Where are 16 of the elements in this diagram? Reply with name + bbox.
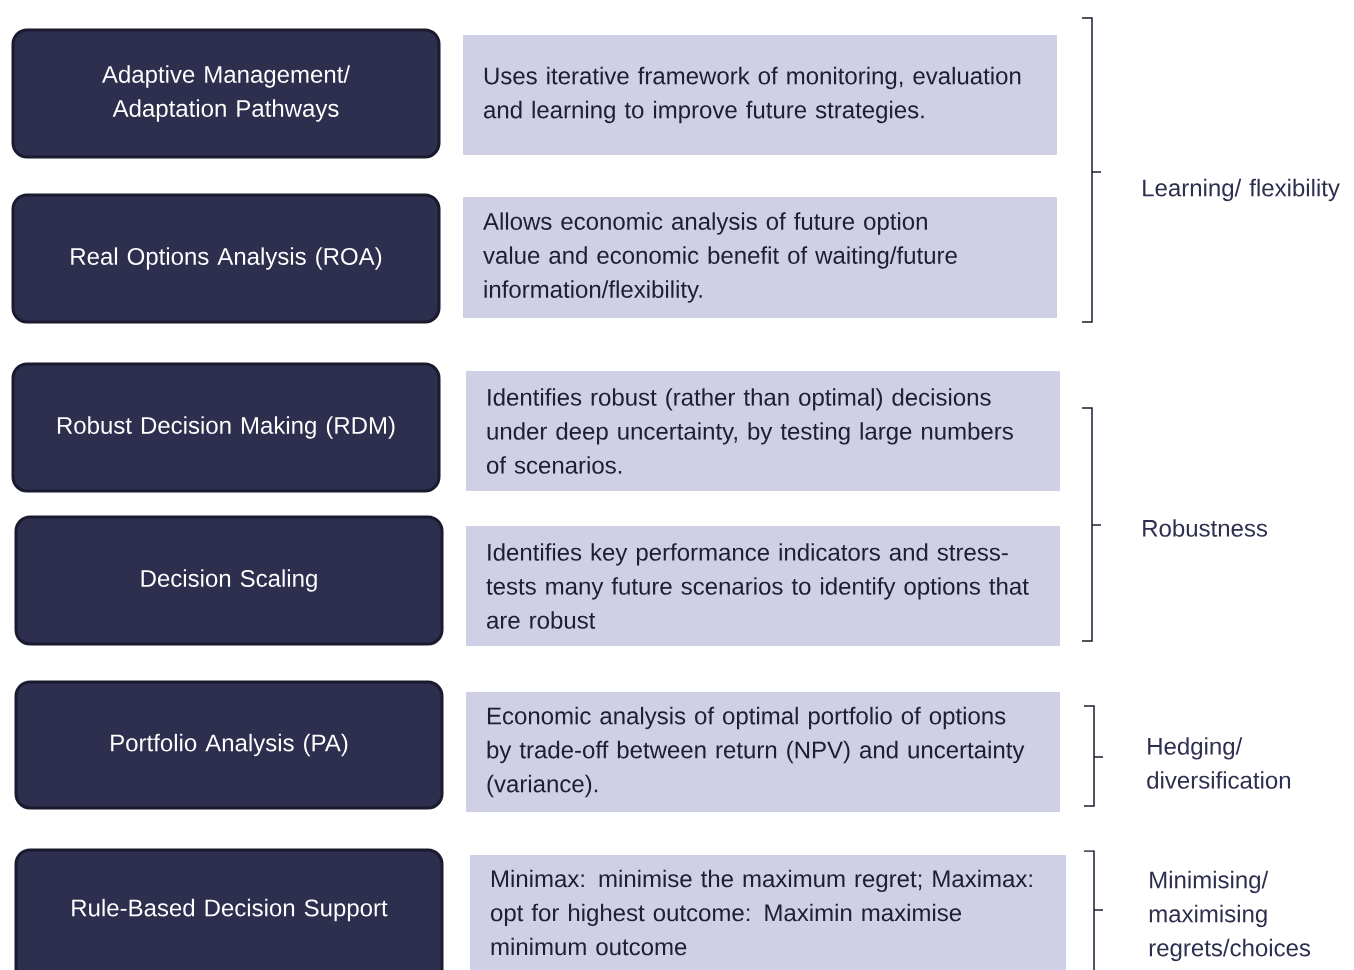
description-box: Economic analysis of optimal portfolio of options by trade-off between return (NPV) and uncertainty (variance). (466, 692, 1060, 812)
method-box: Rule-Based Decision Support (14, 848, 444, 970)
description-box: Uses iterative framework of monitoring, evaluation and learning to improve future strategies. (463, 35, 1057, 155)
method-box: Robust Decision Making (RDM) (11, 362, 441, 493)
description-box: Identifies robust (rather than optimal) decisions under deep uncertainty, by testing large numbers of scenarios. (466, 371, 1060, 491)
description-box: Minimax: minimise the maximum regret; Maximax: opt for highest outcome: Maximin maximise minimum outcome (470, 855, 1066, 970)
group-label: Learning/ flexibility (1143, 178, 1340, 202)
group-label: Robustness (1143, 519, 1268, 537)
group-label: Minimising/ maximising regrets/choices (1149, 870, 1311, 962)
method-box: Real Options Analysis (ROA) (11, 193, 441, 324)
group-label: Hedging/ diversification (1147, 737, 1291, 789)
description-box: Allows economic analysis of future option value and economic benefit of waiting/future information/flexibility. (463, 197, 1057, 318)
method-box: Adaptive Management/ Adaptation Pathways (11, 28, 441, 159)
method-box: Decision Scaling (14, 515, 444, 646)
method-box: Portfolio Analysis (PA) (14, 680, 444, 810)
description-box: Identifies key performance indicators and stress-tests many future scenarios to identify options that are robust (466, 526, 1060, 646)
